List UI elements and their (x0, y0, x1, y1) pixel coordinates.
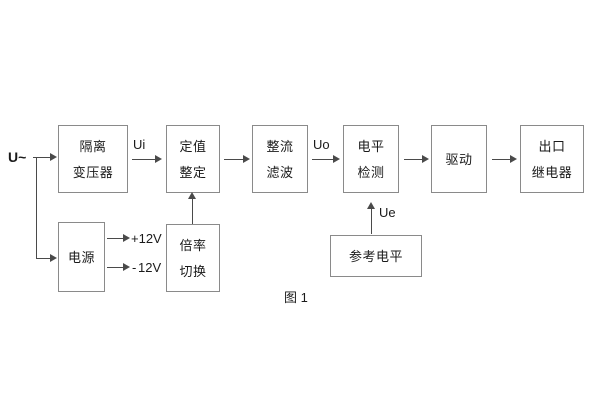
block-reference-level: 参考电平 (330, 235, 422, 277)
block-setting-value-line1: 定值 (179, 138, 207, 154)
reference-to-level-line (371, 207, 372, 234)
input-stub-line (33, 157, 37, 158)
block-drive-line1: 驱动 (445, 151, 473, 167)
branch-to-transformer-arrow (50, 153, 57, 161)
block-output-relay: 出口 继电器 (520, 125, 584, 193)
figure-caption: 图 1 (284, 290, 308, 305)
negative-sign: - (132, 260, 137, 275)
block-multiplier-switch-line2: 切换 (179, 263, 207, 279)
block-multiplier-switch: 倍率 切换 (166, 224, 220, 292)
positive-rail-arrow (123, 234, 130, 242)
block-multiplier-switch-line1: 倍率 (179, 237, 207, 253)
positive-rail-line (107, 238, 124, 239)
input-branch-vertical-line (36, 157, 37, 258)
block-output-relay-line2: 继电器 (531, 164, 573, 180)
block-level-detect-line1: 电平 (357, 138, 385, 154)
transformer-to-setting-arrow (155, 155, 162, 163)
drive-to-relay-line (492, 159, 511, 160)
block-level-detect: 电平 检测 (343, 125, 399, 193)
multiplier-to-setting-line (192, 197, 193, 224)
negative-rail-arrow (123, 263, 130, 271)
block-setting-value-line2: 整定 (179, 164, 207, 180)
reference-to-level-arrow (367, 202, 375, 209)
block-rectify-filter-line1: 整流 (266, 138, 294, 154)
rail-label-negative-12v: 12V (138, 260, 162, 275)
drive-to-relay-arrow (510, 155, 517, 163)
block-rectify-filter-line2: 滤波 (266, 164, 294, 180)
block-power-supply: 电源 (58, 222, 105, 292)
block-isolation-transformer: 隔离 变压器 (58, 125, 128, 193)
rail-label-positive-12v: +12V (131, 231, 162, 246)
block-reference-level-line1: 参考电平 (348, 248, 403, 264)
rectify-to-level-line (312, 159, 334, 160)
setting-to-rectify-arrow (243, 155, 250, 163)
negative-rail-line (107, 267, 124, 268)
rectify-to-level-arrow (333, 155, 340, 163)
block-setting-value: 定值 整定 (166, 125, 220, 193)
transformer-to-setting-line (132, 159, 156, 160)
multiplier-to-setting-arrow (188, 192, 196, 199)
block-rectify-filter: 整流 滤波 (252, 125, 308, 193)
signal-label-uo: Uo (313, 137, 330, 152)
block-drive: 驱动 (431, 125, 487, 193)
input-source-label: U~ (8, 149, 27, 165)
signal-label-ue: Ue (379, 205, 396, 220)
branch-to-power-arrow (50, 254, 57, 262)
signal-label-ui: Ui (133, 137, 146, 152)
block-output-relay-line1: 出口 (538, 138, 566, 154)
setting-to-rectify-line (224, 159, 244, 160)
block-isolation-transformer-line1: 隔离 (79, 138, 107, 154)
level-to-drive-arrow (422, 155, 429, 163)
branch-to-transformer-line (36, 157, 51, 158)
block-level-detect-line2: 检测 (357, 164, 385, 180)
level-to-drive-line (404, 159, 423, 160)
branch-to-power-line (36, 258, 51, 259)
block-power-supply-line1: 电源 (67, 249, 95, 265)
block-isolation-transformer-line2: 变压器 (72, 164, 114, 180)
